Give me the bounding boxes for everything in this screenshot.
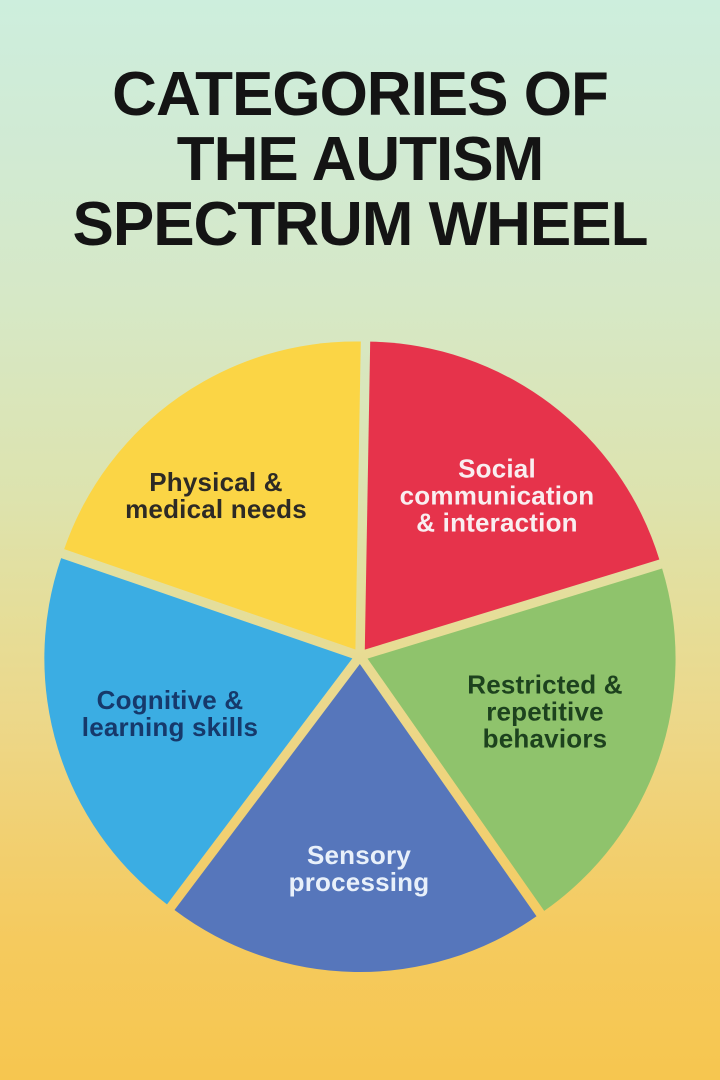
wheel-slice-physical-medical-needs	[64, 341, 361, 650]
wheel-slice-restricted-repetitive-behaviors	[367, 568, 676, 911]
title-line-1: CATEGORIES OF	[112, 60, 609, 129]
wheel-slice-cognitive-learning-skills	[44, 558, 353, 905]
page-title: CATEGORIES OF THE AUTISM SPECTRUM WHEEL	[0, 62, 720, 257]
wheel-slice-social-communication-interaction	[364, 341, 660, 650]
wheel-slice-sensory-processing	[174, 664, 537, 973]
title-line-2: THE AUTISM	[176, 125, 545, 194]
poster-header: CATEGORIES OF THE AUTISM SPECTRUM WHEEL	[0, 62, 720, 257]
title-line-3: SPECTRUM WHEEL	[72, 190, 649, 259]
